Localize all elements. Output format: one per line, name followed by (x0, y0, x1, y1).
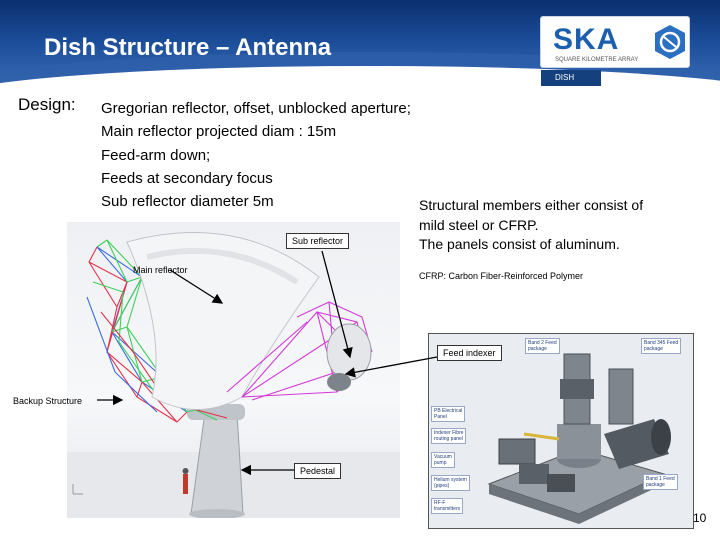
main-reflector-arrow (169, 269, 224, 304)
structure-line: mild steel or CFRP. (419, 216, 539, 233)
section-tag: DISH (541, 70, 601, 86)
feed-indexer-arrow (344, 356, 438, 378)
pb-electrical-panel-label: PB Electrical Panel (431, 406, 466, 422)
indexer-fibre-label: Indexer Fibre routing panel (431, 428, 467, 444)
feed-indexer-rendering: Band 2 Feed package Band 345 Feed packag… (428, 333, 694, 529)
feed-indexer-callout: Feed indexer (437, 345, 502, 361)
dish-illustration (67, 232, 400, 518)
cfrp-footnote: CFRP: Carbon Fiber-Reinforced Polymer (419, 271, 584, 281)
ska-logo: SKA SQUARE KILOMETRE ARRAY (540, 16, 690, 68)
design-line: Sub reflector diameter 5m (101, 193, 274, 211)
sub-reflector-arrow (321, 250, 353, 359)
helium-system-label: Helium system (pipes) (431, 475, 470, 491)
structure-description: Structural members either consist of mil… (419, 196, 643, 255)
structure-line: The panels consist of aluminum. (419, 236, 620, 252)
design-line: Gregorian reflector, offset, unblocked a… (101, 100, 411, 117)
design-description: Gregorian reflector, offset, unblocked a… (101, 97, 411, 213)
main-reflector-callout: Main reflector (133, 265, 188, 275)
design-line: Feed-arm down; (101, 146, 211, 164)
ska-emblem-icon (655, 25, 685, 59)
person-figure (183, 474, 188, 494)
vacuum-pump-label: Vacuum pump (431, 452, 455, 468)
ska-logo-text: SKA (553, 23, 620, 56)
design-label: Design: (18, 95, 76, 114)
rf-transmitters-label: RF-F transmitters (431, 498, 464, 514)
band2-feed-label: Band 2 Feed package (525, 338, 560, 354)
ska-logo-subtitle: SQUARE KILOMETRE ARRAY (555, 57, 639, 63)
sub-reflector-callout: Sub reflector (286, 233, 350, 249)
dish-rendering (67, 222, 400, 518)
backup-structure-callout: Backup Structure (13, 396, 83, 406)
design-line: Main reflector projected diam : 15m (101, 123, 337, 141)
design-line: Feeds at secondary focus (101, 169, 273, 187)
feed-indexer-illustration (429, 334, 693, 528)
pedestal-callout: Pedestal (294, 463, 342, 479)
page-title: Dish Structure – Antenna (44, 34, 332, 61)
page-number: 10 (693, 511, 707, 525)
header-wave-white (0, 66, 720, 88)
band345-feed-label: Band 345 Feed package (641, 338, 682, 354)
band1-feed-label: Band 1 Feed package (643, 474, 678, 490)
structure-line: Structural members either consist of (419, 197, 644, 213)
